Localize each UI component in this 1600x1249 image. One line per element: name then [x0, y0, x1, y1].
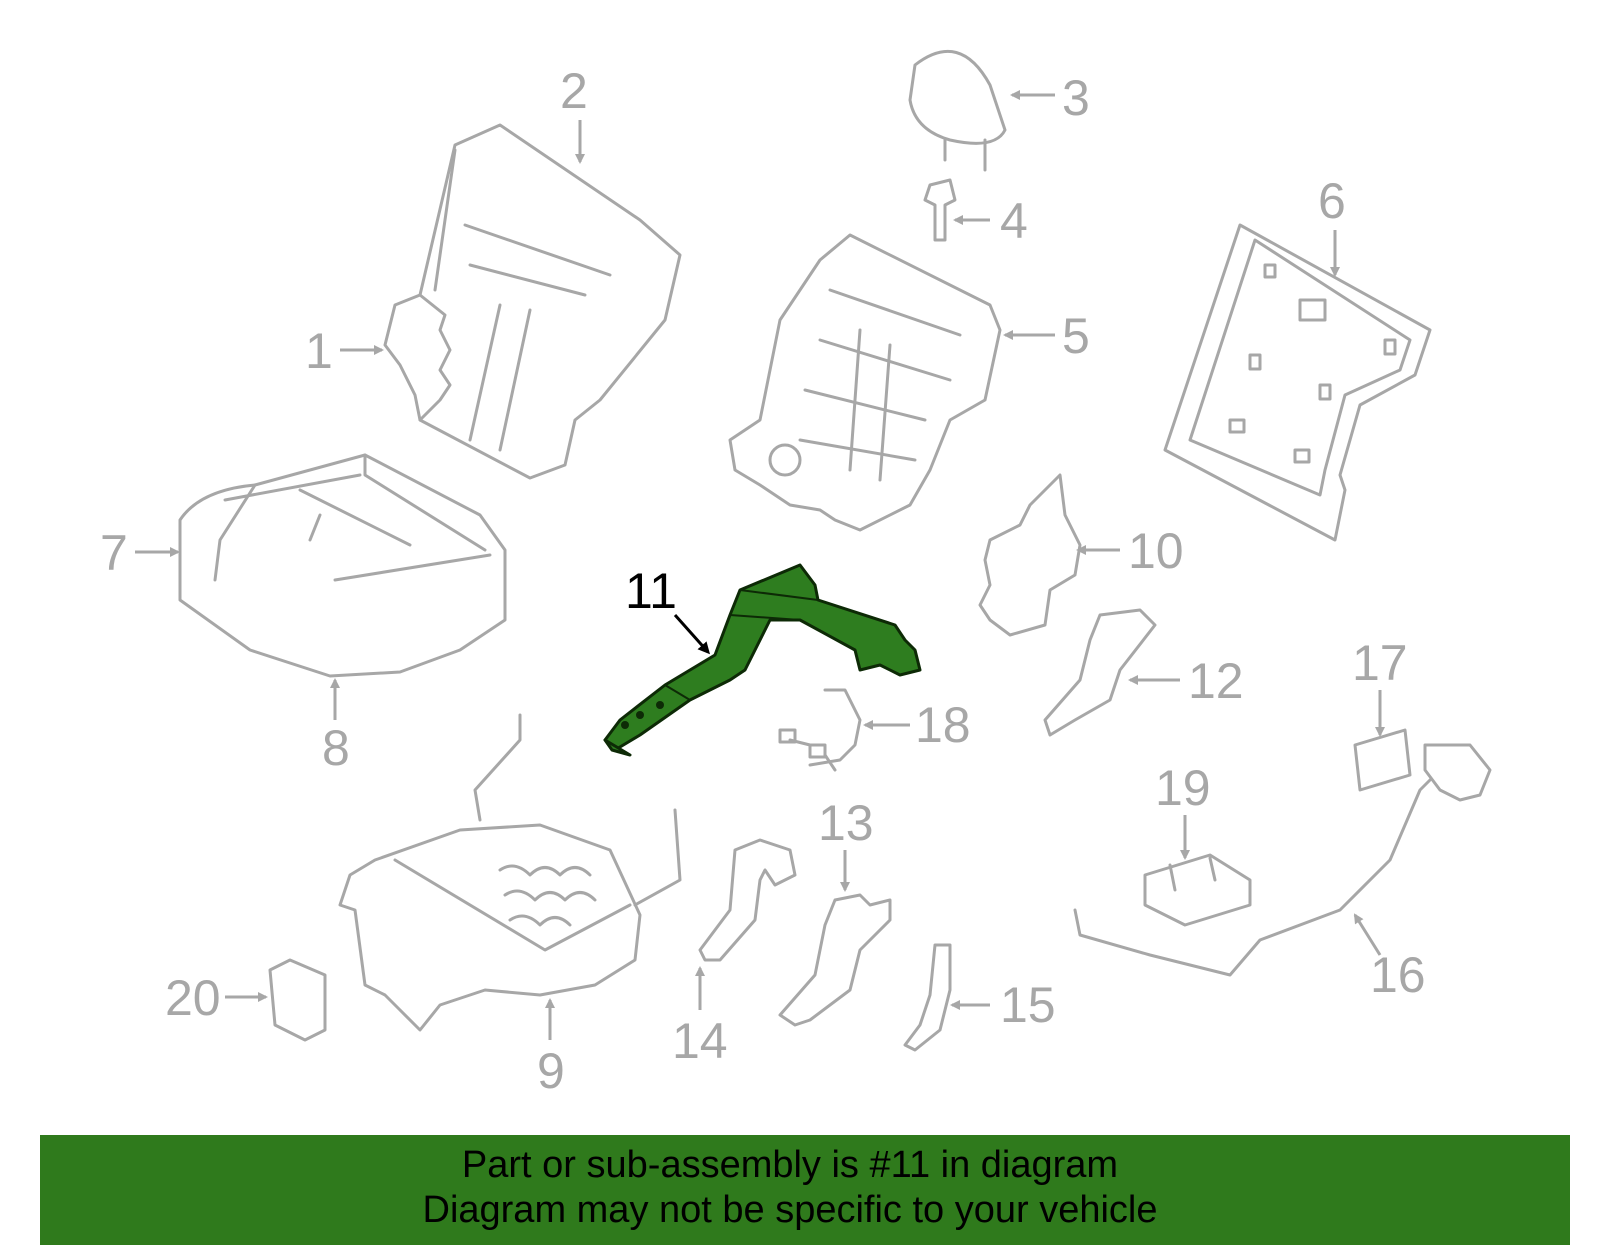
parts-diagram: 1 2 3 4 5 6 7 8 9 10 11 12 13 14 15 16 1… [100, 49, 1492, 1099]
callout-15: 15 [1000, 977, 1056, 1033]
leader-lines [135, 90, 1385, 1040]
part-16-cable[interactable] [1073, 743, 1492, 977]
part-headrest-guide[interactable] [923, 178, 957, 242]
part-20-clip[interactable] [268, 958, 327, 1042]
callout-1: 1 [305, 323, 333, 379]
part-11-highlighted-rail[interactable] [603, 563, 922, 757]
callout-14: 14 [672, 1013, 728, 1069]
part-17-switch[interactable] [1353, 728, 1412, 792]
callout-20: 20 [165, 970, 221, 1026]
part-seat-frame[interactable] [338, 713, 682, 1032]
callout-11: 11 [625, 563, 677, 619]
callout-16: 16 [1370, 947, 1426, 1003]
part-19-module[interactable] [1143, 853, 1252, 927]
callout-2: 2 [560, 63, 588, 119]
part-seat-back-cover[interactable] [383, 123, 682, 480]
part-recliner[interactable] [978, 473, 1082, 637]
part-seat-cushion[interactable] [178, 453, 507, 678]
callout-18: 18 [915, 697, 971, 753]
callout-8: 8 [322, 720, 350, 776]
part-12-cover[interactable] [1043, 608, 1157, 737]
callout-12: 12 [1188, 653, 1244, 709]
part-headrest[interactable] [908, 49, 1007, 172]
callout-4: 4 [1000, 193, 1028, 249]
part-back-board[interactable] [1163, 223, 1432, 542]
callout-labels: 1 2 3 4 5 6 7 8 9 10 11 12 13 14 15 16 1… [100, 63, 1426, 1099]
banner-line-disclaimer: Diagram may not be specific to your vehi… [422, 1189, 1158, 1231]
part-18-harness[interactable] [778, 688, 862, 772]
part-14-bracket[interactable] [698, 838, 797, 962]
callout-17: 17 [1352, 635, 1408, 691]
banner-line-part-number: Part or sub-assembly is #11 in diagram [461, 1144, 1119, 1186]
callout-10: 10 [1128, 523, 1184, 579]
info-banner: Part or sub-assembly is #11 in diagram D… [40, 1135, 1570, 1245]
part-15-trim[interactable] [903, 943, 952, 1052]
callout-7: 7 [100, 525, 128, 581]
callout-13: 13 [818, 795, 874, 851]
callout-19: 19 [1155, 760, 1211, 816]
callout-5: 5 [1062, 308, 1090, 364]
callout-9: 9 [537, 1043, 565, 1099]
part-13-cover[interactable] [778, 893, 892, 1027]
part-seat-back-frame[interactable] [728, 233, 1002, 532]
callout-6: 6 [1318, 173, 1346, 229]
callout-3: 3 [1062, 70, 1090, 126]
